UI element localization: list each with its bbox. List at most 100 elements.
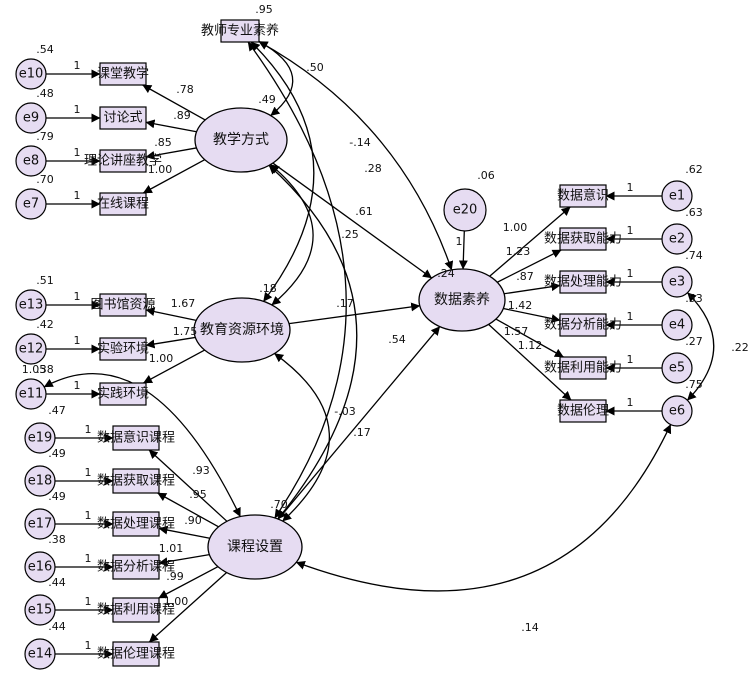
error-variance: .51 [36, 274, 54, 287]
error-path-e20: 1 [456, 235, 463, 248]
loading-edge [496, 249, 562, 283]
teacher-professional-variance: .95 [255, 3, 273, 16]
curriculum-variance: .70 [270, 498, 288, 511]
error-label: e13 [19, 298, 44, 313]
error-path-weight: 1 [74, 103, 81, 116]
indicator-label: 图书馆资源 [90, 298, 155, 313]
error-path-weight: 1 [74, 189, 81, 202]
error-label: e2 [669, 232, 685, 247]
error-path-weight: 1 [85, 423, 92, 436]
error-path-weight: 1 [627, 181, 634, 194]
error-path-weight: 1 [85, 509, 92, 522]
error-label: e16 [28, 560, 53, 575]
error-variance: .79 [36, 130, 54, 143]
loading-edge [142, 84, 206, 121]
error-circle [15, 145, 47, 177]
covariance-edge [250, 41, 315, 302]
indicator-label: 数据利用课程 [97, 603, 175, 618]
covariance-edge [270, 164, 314, 306]
covariance-edge [686, 292, 715, 401]
error-variance: .47 [48, 404, 66, 417]
error-variance: .42 [36, 318, 54, 331]
error-path-weight: 1 [627, 310, 634, 323]
edge-layer [43, 40, 715, 659]
loading-edge [495, 318, 564, 358]
path-coefficient: .61 [355, 205, 373, 218]
error-circle [24, 551, 56, 583]
indicator-label: 课堂教学 [97, 66, 149, 82]
error-variance: .74 [685, 249, 703, 262]
error-circle [661, 395, 693, 427]
error-circle [661, 180, 693, 212]
error-label: e1 [669, 189, 685, 204]
error-circle [661, 266, 693, 298]
error-path-weight: 1 [74, 379, 81, 392]
error-label: e15 [28, 603, 53, 618]
error-path-weight: 1 [627, 396, 634, 409]
indicator-box [99, 106, 147, 130]
error-path-weight: 1 [627, 353, 634, 366]
error-label: e4 [669, 318, 685, 333]
error-variance-e20: .06 [477, 169, 495, 182]
path-coefficient: 1.05 [22, 363, 47, 376]
resources-variance: .18 [259, 282, 277, 295]
path-coefficient: .25 [341, 228, 359, 241]
error-variance: .70 [36, 173, 54, 186]
structural-edge [277, 326, 441, 520]
error-label: e7 [23, 197, 39, 212]
loading-edge [158, 566, 219, 599]
teaching-method-ellipse [194, 107, 288, 173]
factor-loading: .87 [516, 270, 534, 283]
factor-loading: .89 [173, 109, 191, 122]
indicator-label: 讨论式 [103, 111, 142, 126]
factor-loading: 1.23 [506, 245, 531, 258]
loading-edge [503, 307, 561, 323]
error-circle [15, 188, 47, 220]
error-label: e17 [28, 517, 53, 532]
error-path-weight: 1 [74, 146, 81, 159]
indicator-box [99, 62, 147, 86]
error-circle [15, 102, 47, 134]
error-path-weight: 1 [85, 595, 92, 608]
indicator-box [559, 227, 607, 251]
error-circle-e20 [443, 188, 487, 232]
indicator-box [99, 293, 147, 317]
indicator-label: 数据利用能力 [544, 361, 622, 376]
factor-loading: 1.00 [148, 163, 173, 176]
path-coefficient: .22 [731, 341, 749, 354]
error-label: e11 [19, 387, 44, 402]
error-circle [15, 378, 47, 410]
error-label: e18 [28, 474, 53, 489]
loading-edge [145, 147, 197, 160]
coefficient-layer: .50-.14.28.61.25.17.17.54-.031.05.22.14 [22, 61, 749, 634]
error-label: e8 [23, 154, 39, 169]
path-coefficient: .17 [353, 426, 371, 439]
loading-edge [145, 307, 197, 322]
indicator-label: 数据意识 [557, 188, 609, 204]
indicator-box [559, 356, 607, 380]
indicator-box [112, 641, 160, 667]
indicator-label: 数据伦理 [557, 404, 609, 419]
loading-edge [148, 572, 228, 643]
error-path-weight: 1 [74, 334, 81, 347]
error-label: e3 [669, 275, 685, 290]
data-literacy-ellipse [418, 268, 506, 332]
error-circle [15, 58, 47, 90]
error-label: e10 [19, 67, 44, 82]
indicator-label: 数据分析能力 [544, 318, 622, 333]
error-path-weight: 1 [85, 639, 92, 652]
error-variance: .38 [48, 533, 66, 546]
error-circle [24, 594, 56, 626]
error-label: e9 [23, 111, 39, 126]
error-variance: .75 [685, 378, 703, 391]
structural-edge [272, 162, 433, 279]
indicator-label: 理论讲座教学 [84, 153, 162, 169]
error-circle [24, 638, 56, 670]
data-literacy-variance: .24 [437, 267, 455, 280]
factor-loading: .95 [189, 488, 207, 501]
error-circle [661, 352, 693, 384]
indicator-label: 数据分析课程 [97, 560, 175, 575]
error-variance: .62 [685, 163, 703, 176]
indicator-box [99, 192, 147, 216]
